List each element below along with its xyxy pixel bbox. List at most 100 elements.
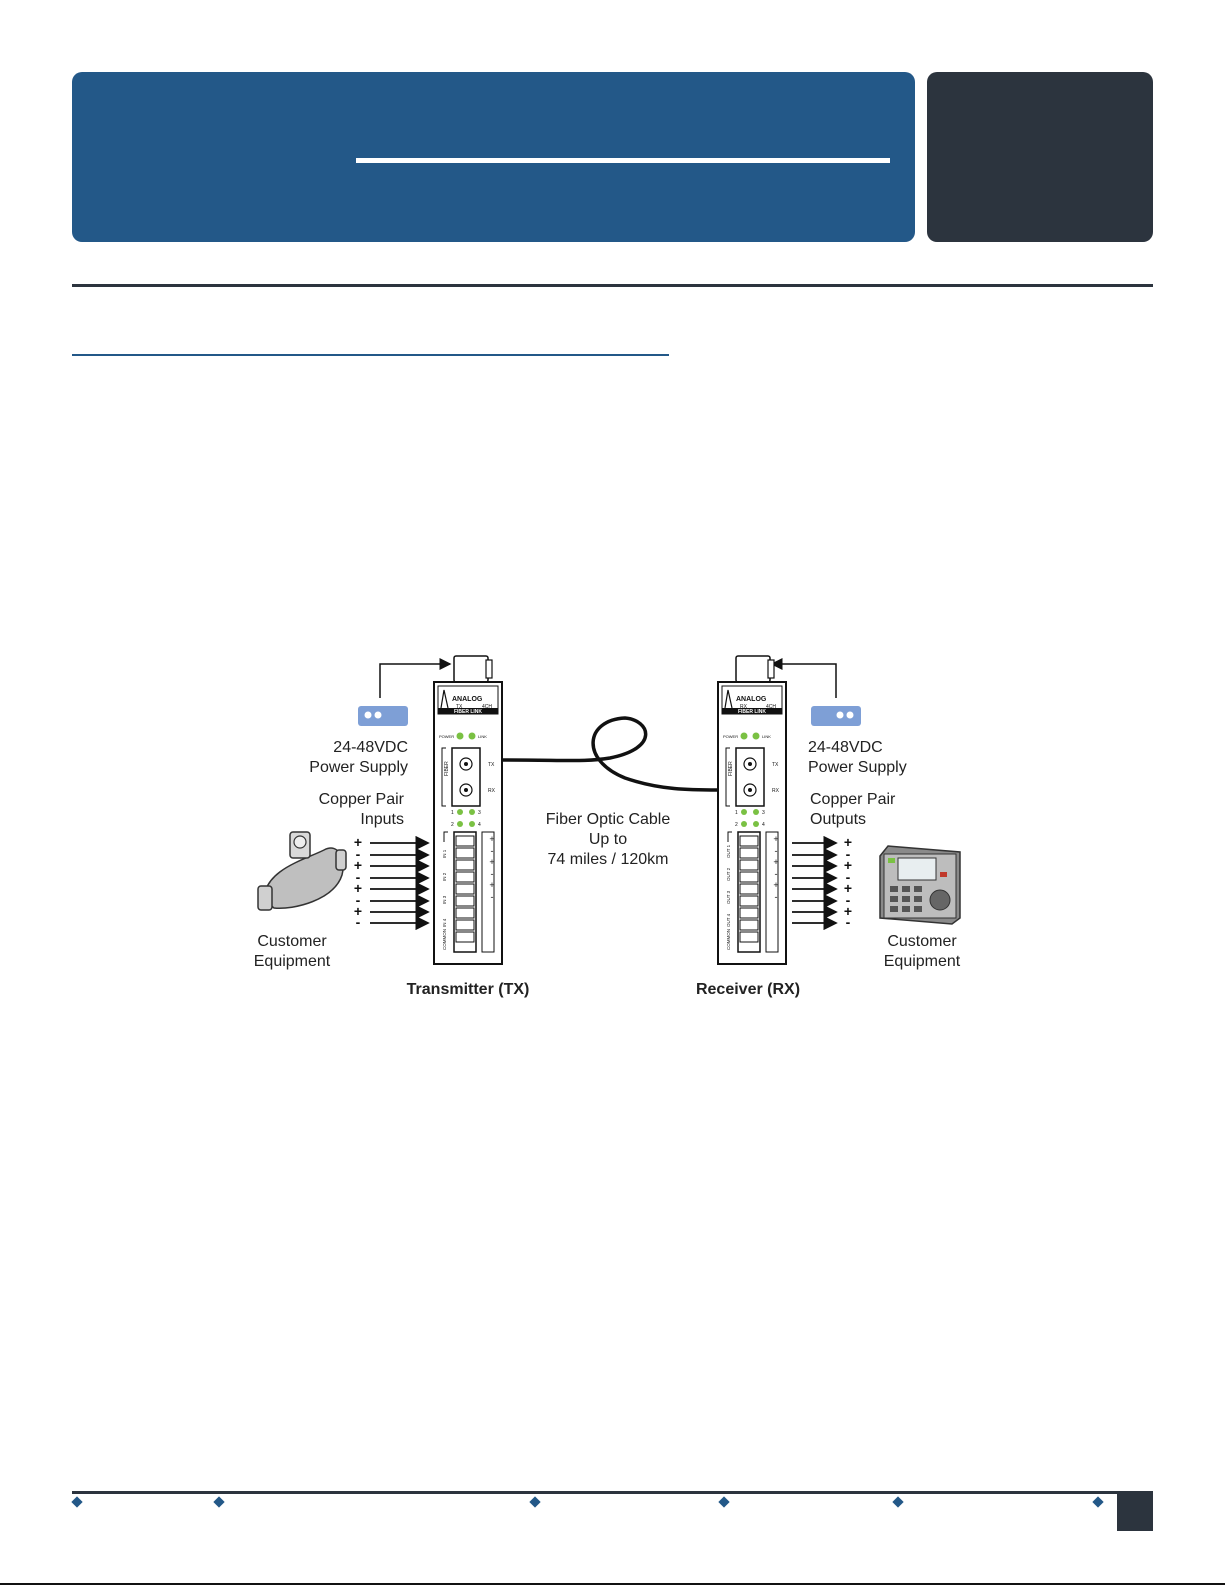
rx-polarity-mark: +: [844, 834, 852, 850]
tx-led-link-label: LINK: [478, 734, 487, 739]
tx-device-mode: TX: [456, 704, 463, 710]
fiber-cable: [501, 716, 719, 792]
tx-power-label: 24-48VDC Power Supply: [309, 739, 408, 776]
tx-led-power-label: POWER: [439, 734, 454, 739]
rx-channel-label: OUT 4: [726, 913, 731, 927]
rx-polarity-mark: +: [844, 903, 852, 919]
rx-polarity-mark: -: [846, 869, 851, 885]
tx-device-brand: ANALOG: [452, 696, 483, 703]
tx-copper-label: Copper Pair Inputs: [318, 791, 404, 828]
tx-fiber-label: FIBER: [444, 761, 450, 776]
rx-device: [717, 681, 787, 965]
tx-device-channels: 4CH: [482, 704, 492, 710]
footer-diamond: [213, 1496, 225, 1508]
footer-rule: [72, 1491, 1117, 1494]
tx-equipment-label: Customer Equipment: [253, 933, 331, 970]
tx-led-num: 4: [478, 822, 481, 828]
tx-channel-label: IN 3: [442, 895, 447, 904]
tx-port-tx-label: TX: [488, 762, 495, 768]
section-underline: [72, 354, 669, 356]
tx-device-polarity: +: [489, 857, 494, 867]
rx-link-led: [752, 732, 760, 740]
footer-page-box: [1117, 1491, 1153, 1531]
footer-diamond: [1092, 1496, 1104, 1508]
tx-device-polarity: -: [491, 869, 494, 879]
tx-link-led: [468, 732, 476, 740]
rx-power-supply-icon: [811, 706, 861, 726]
rx-polarity-mark: +: [844, 880, 852, 896]
rx-copper-label: Copper Pair Outputs: [810, 791, 896, 828]
rx-power-plug: [735, 655, 771, 683]
rx-led-num: 3: [762, 810, 765, 816]
tx-polarity-mark: -: [356, 892, 361, 908]
tx-polarity-mark: +: [354, 903, 362, 919]
tx-device-polarity: +: [489, 834, 494, 844]
header-rule: [356, 158, 890, 163]
tx-channel-label: IN 4: [442, 918, 447, 927]
rx-led-num: 4: [762, 822, 765, 828]
rx-device-subtitle: FIBER LINK: [738, 709, 766, 715]
tx-polarity-mark: +: [354, 857, 362, 873]
rx-polarity-mark: -: [846, 892, 851, 908]
rx-polarity-mark: +: [844, 857, 852, 873]
rx-power-label: 24-48VDC Power Supply: [808, 739, 907, 776]
rx-channel-label: OUT 1: [726, 844, 731, 858]
rx-device-polarity: +: [773, 880, 778, 890]
tx-input-arrows: [370, 835, 430, 931]
tx-device-subtitle: FIBER LINK: [454, 709, 482, 715]
tx-port-rx-label: RX: [488, 788, 496, 794]
rx-equipment-label: Customer Equipment: [883, 933, 961, 970]
tx-power-supply-icon: [358, 706, 408, 726]
rx-caption: Receiver (RX): [695, 981, 801, 998]
page-divider: [72, 284, 1153, 287]
rx-port-rx-label: RX: [772, 788, 780, 794]
rx-polarity-mark: -: [846, 846, 851, 862]
tx-device: [433, 681, 503, 965]
tx-channel-label: IN 1: [442, 849, 447, 858]
tx-polarity-mark: +: [354, 834, 362, 850]
flowmeter-icon: [257, 831, 347, 911]
rx-device-polarity: +: [773, 857, 778, 867]
rx-device-brand: ANALOG: [736, 696, 767, 703]
rx-fiber-label: FIBER: [728, 761, 734, 776]
page-bottom-rule: [0, 1583, 1225, 1585]
tx-power-plug: [453, 655, 489, 683]
tx-device-polarity: +: [489, 880, 494, 890]
tx-caption: Transmitter (TX): [406, 981, 530, 998]
rx-led-num: 2: [735, 822, 738, 828]
rx-output-arrows: [792, 835, 838, 931]
footer-diamond: [718, 1496, 730, 1508]
tx-polarity-mark: -: [356, 846, 361, 862]
tx-device-polarity: -: [491, 892, 494, 902]
tx-device-polarity: -: [491, 846, 494, 856]
rx-channel-label: OUT 2: [726, 867, 731, 881]
rx-device-polarity: -: [775, 846, 778, 856]
tx-polarity-mark: -: [356, 914, 361, 930]
rx-led-link-label: LINK: [762, 734, 771, 739]
tx-led-num: 1: [451, 810, 454, 816]
tx-led-num: 3: [478, 810, 481, 816]
tx-power-led: [456, 732, 464, 740]
tx-channel-label: COMMON: [442, 929, 447, 950]
tx-led-num: 2: [451, 822, 454, 828]
controller-icon: [879, 845, 961, 925]
rx-polarity-mark: -: [846, 914, 851, 930]
tx-channel-label: IN 2: [442, 872, 447, 881]
footer-diamond: [71, 1496, 83, 1508]
header-side-panel: [927, 72, 1153, 242]
rx-device-polarity: -: [775, 892, 778, 902]
rx-power-led: [740, 732, 748, 740]
rx-port-tx-label: TX: [772, 762, 779, 768]
cable-label: Fiber Optic Cable Up to 74 miles / 120km: [545, 811, 671, 868]
rx-power-wire: [770, 658, 837, 698]
rx-device-polarity: +: [773, 834, 778, 844]
rx-device-polarity: -: [775, 869, 778, 879]
tx-power-wire: [379, 658, 452, 698]
rx-device-mode: RX: [740, 704, 748, 710]
rx-channel-label: COMMON: [726, 929, 731, 950]
header-banner: [72, 72, 915, 242]
footer-diamond: [529, 1496, 541, 1508]
tx-polarity-mark: -: [356, 869, 361, 885]
rx-led-power-label: POWER: [723, 734, 738, 739]
